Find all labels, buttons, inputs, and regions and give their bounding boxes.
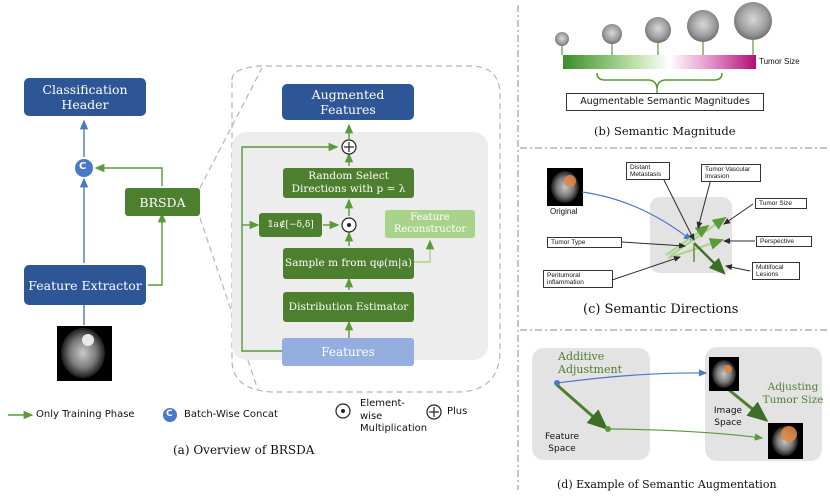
distribution-estimator-label: Distribution Estimator <box>288 300 409 313</box>
indicator-box: 𝟙a∉[−δ,δ] <box>259 213 322 237</box>
augmented-features-box: Augmented Features <box>282 84 414 120</box>
brsda-box: BRSDA <box>125 188 200 216</box>
direction-multifocal: Multifocal Lesions <box>752 262 800 281</box>
legend-elementwise: Element-wise Multiplication <box>360 398 428 434</box>
distribution-estimator-box: Distribution Estimator <box>283 292 414 322</box>
features-box: Features <box>282 338 414 366</box>
classification-header-box: Classification Header <box>24 78 146 116</box>
sample-m-label: Sample m from qφ(m|a) <box>285 257 412 270</box>
indicator-label: 𝟙a∉[−δ,δ] <box>267 219 314 230</box>
additive-adjustment-label: Additive Adjustment <box>558 350 622 376</box>
features-label: Features <box>321 344 375 359</box>
sample-m-box: Sample m from qφ(m|a) <box>283 248 414 279</box>
feature-extractor-box: Feature Extractor <box>24 265 146 305</box>
direction-tumor-type: Tumor Type <box>547 237 622 249</box>
legend-concat: Batch-Wise Concat <box>184 409 278 420</box>
direction-distant-metastasis: Distant Metastasis <box>626 162 670 181</box>
adjusting-tumor-size-label: Adjusting Tumor Size <box>762 381 824 406</box>
concat-symbol: C <box>79 161 87 172</box>
caption-a: (a) Overview of BRSDA <box>173 443 315 457</box>
brsda-label: BRSDA <box>139 194 186 210</box>
feature-reconstructor-label: Feature Reconstructor <box>393 212 467 235</box>
augmented-features-label: Augmented Features <box>311 87 385 117</box>
random-select-label: Random Select Directions with p = λ <box>291 170 406 195</box>
image-space-label: Image Space <box>713 406 743 428</box>
feature-extractor-label: Feature Extractor <box>28 277 142 293</box>
tumor-size-label: Tumor Size <box>759 57 800 66</box>
caption-c: (c) Semantic Directions <box>583 302 739 317</box>
legend-plus: Plus <box>447 406 468 417</box>
caption-b: (b) Semantic Magnitude <box>594 124 736 138</box>
random-select-box: Random Select Directions with p = λ <box>283 168 414 198</box>
classification-header-label: Classification Header <box>42 82 128 112</box>
original-label: Original <box>550 207 578 216</box>
legend-training: Only Training Phase <box>36 409 135 420</box>
feature-reconstructor-box: Feature Reconstructor <box>385 210 475 238</box>
augmentable-magnitudes-box: Augmentable Semantic Magnitudes <box>566 93 764 111</box>
legend-concat-symbol: C <box>166 409 173 419</box>
direction-vascular-invasion: Tumor Vascular Invasion <box>701 164 761 183</box>
direction-tumor-size: Tumor Size <box>755 198 807 210</box>
direction-peritumoral: Peritumoral inflammation <box>543 270 613 289</box>
feature-space-label: Feature Space <box>544 432 579 454</box>
caption-d: (d) Example of Semantic Augmentation <box>557 478 777 491</box>
direction-perspective: Perspective <box>756 236 812 248</box>
